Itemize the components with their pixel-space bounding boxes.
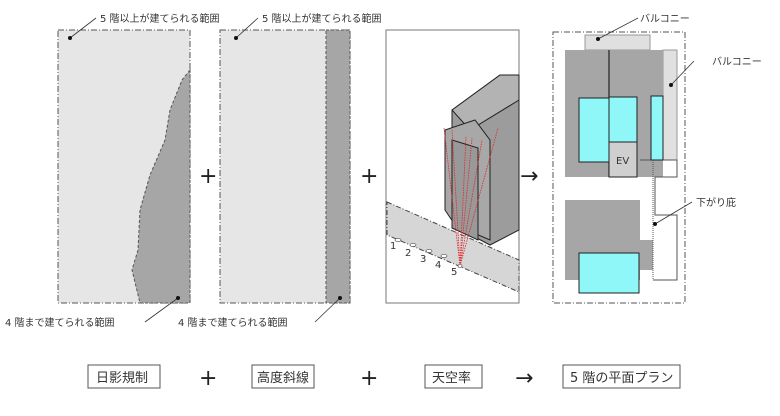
- plus-sign: +: [199, 366, 217, 391]
- road: [386, 201, 520, 293]
- arrow: →: [520, 164, 538, 189]
- balcony-right-label: バルコニー: [712, 56, 762, 68]
- panel-height-slope: 5 階以上が建てられる範囲 4 階まで建てられる範囲: [178, 12, 382, 329]
- point-label: 3: [420, 254, 426, 265]
- caption-shadow-regulation: 日影規制: [96, 371, 148, 386]
- panel-sky-factor: 1 2 3 4 5: [385, 29, 520, 304]
- point-label: 1: [390, 241, 396, 252]
- plus-sign: +: [360, 164, 378, 189]
- plus-sign: +: [360, 366, 378, 391]
- plus-sign: +: [199, 164, 217, 189]
- point-label: 5: [451, 267, 457, 278]
- sightlines: [443, 127, 499, 267]
- ev-label: EV: [616, 156, 629, 167]
- p2-bottom-label: 4 階まで建てられる範囲: [178, 316, 288, 329]
- point-label: 4: [435, 260, 441, 271]
- panel-shadow-regulation: 5 階以上が建てられる範囲 4 階まで建てられる範囲: [5, 12, 220, 329]
- four-floor-area: [131, 68, 191, 304]
- caption-floor-plan: 5 階の平面プラン: [570, 371, 673, 386]
- caption-height-slope: 高度斜線: [257, 370, 309, 386]
- four-floor-strip: [325, 29, 351, 304]
- eaves-label: 下がり庇: [696, 196, 736, 209]
- arrow: →: [515, 366, 533, 391]
- p1-top-label: 5 階以上が建てられる範囲: [100, 12, 220, 25]
- point-label: 2: [405, 248, 411, 259]
- balcony-top-label: バルコニー: [640, 13, 690, 25]
- p2-top-label: 5 階以上が建てられる範囲: [262, 12, 382, 25]
- panel-floor-plan: EV バルコニー バルコニー 下がり庇: [552, 13, 762, 304]
- caption-sky-factor: 天空率: [432, 370, 471, 386]
- p1-bottom-label: 4 階まで建てられる範囲: [5, 316, 115, 329]
